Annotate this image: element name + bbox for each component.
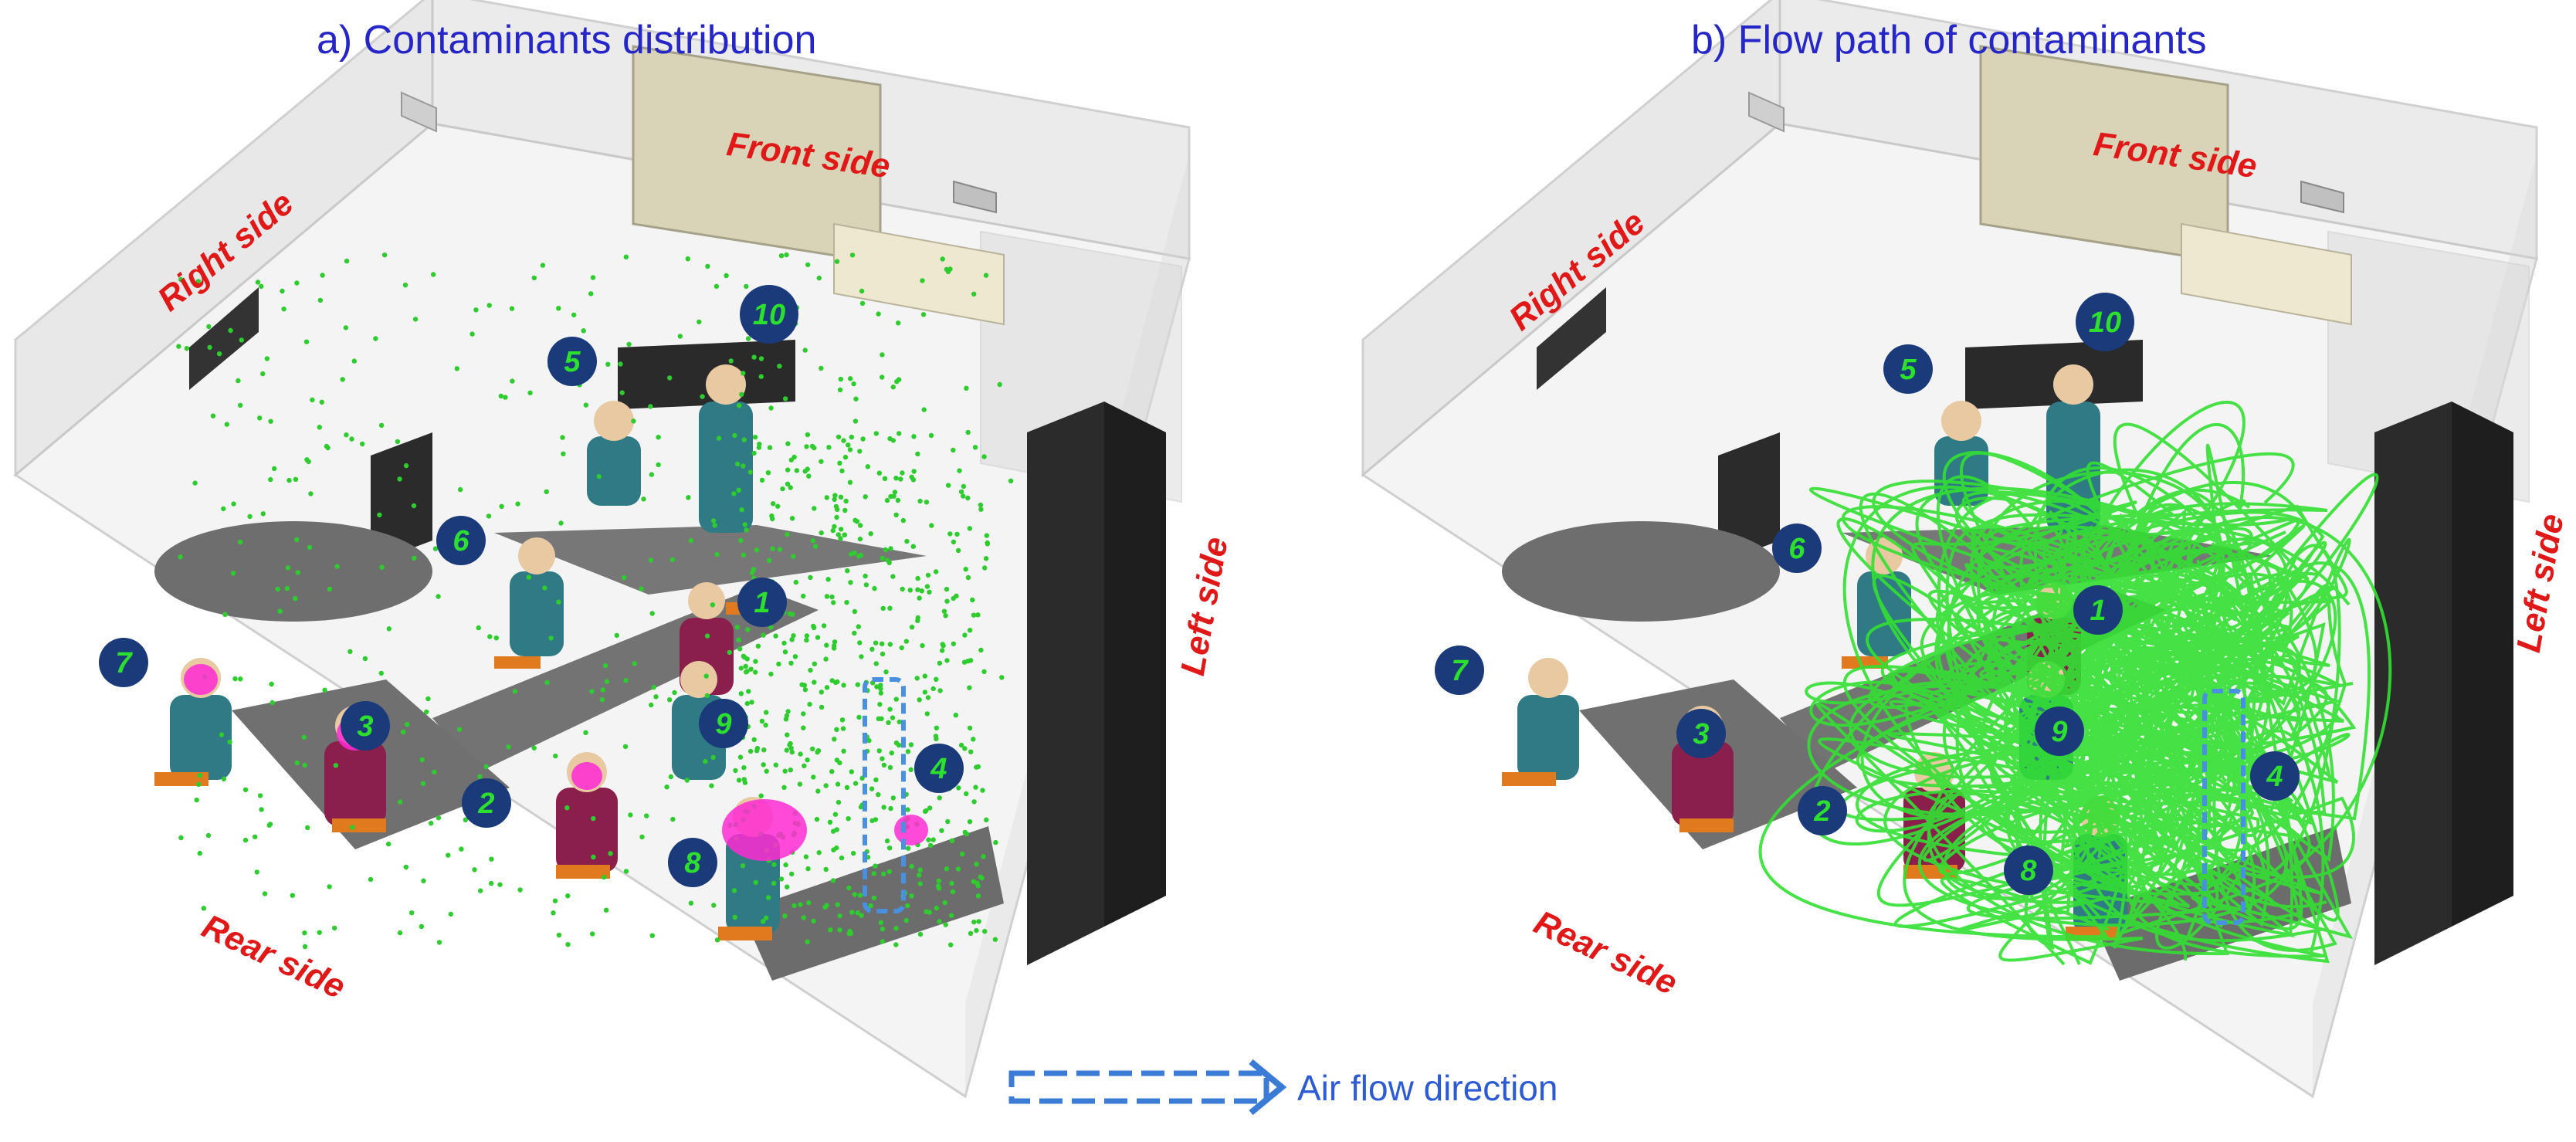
marker-label: 7 [1451, 655, 1469, 687]
marker-label: 1 [754, 587, 770, 619]
marker-label: 4 [930, 753, 947, 785]
marker-label: 3 [357, 710, 373, 743]
air-flow-outline [863, 677, 906, 913]
room-render-a [14, 0, 1191, 1098]
marker-label: 5 [1900, 354, 1917, 386]
marker-label: 8 [2020, 855, 2037, 887]
marker-label: 8 [684, 847, 701, 879]
marker-label: 4 [2266, 761, 2283, 793]
panel-b-title: b) Flow path of contaminants [1691, 18, 2207, 63]
marker-label: 2 [1813, 795, 1830, 828]
marker-label: 6 [452, 525, 469, 557]
marker-label: 3 [1693, 718, 1709, 751]
panel-a-title: a) Contaminants distribution [317, 18, 817, 63]
contaminant-flow-paths [1758, 401, 2392, 966]
marker-label: 10 [2089, 307, 2121, 339]
air-flow-outline-b [2202, 689, 2246, 925]
marker-label: 10 [753, 299, 785, 331]
legend-label: Air flow direction [1297, 1068, 1558, 1108]
marker-label: 7 [115, 647, 133, 679]
marker-label: 9 [715, 708, 731, 740]
marker-label: 2 [477, 788, 494, 820]
marker-label: 6 [1788, 533, 1805, 565]
marker-label: 5 [564, 346, 581, 378]
marker-label: 9 [2051, 716, 2067, 748]
emitter-clouds [184, 664, 928, 861]
dashed-arrow-icon [1008, 1059, 1287, 1116]
marker-label: 1 [2090, 595, 2106, 627]
